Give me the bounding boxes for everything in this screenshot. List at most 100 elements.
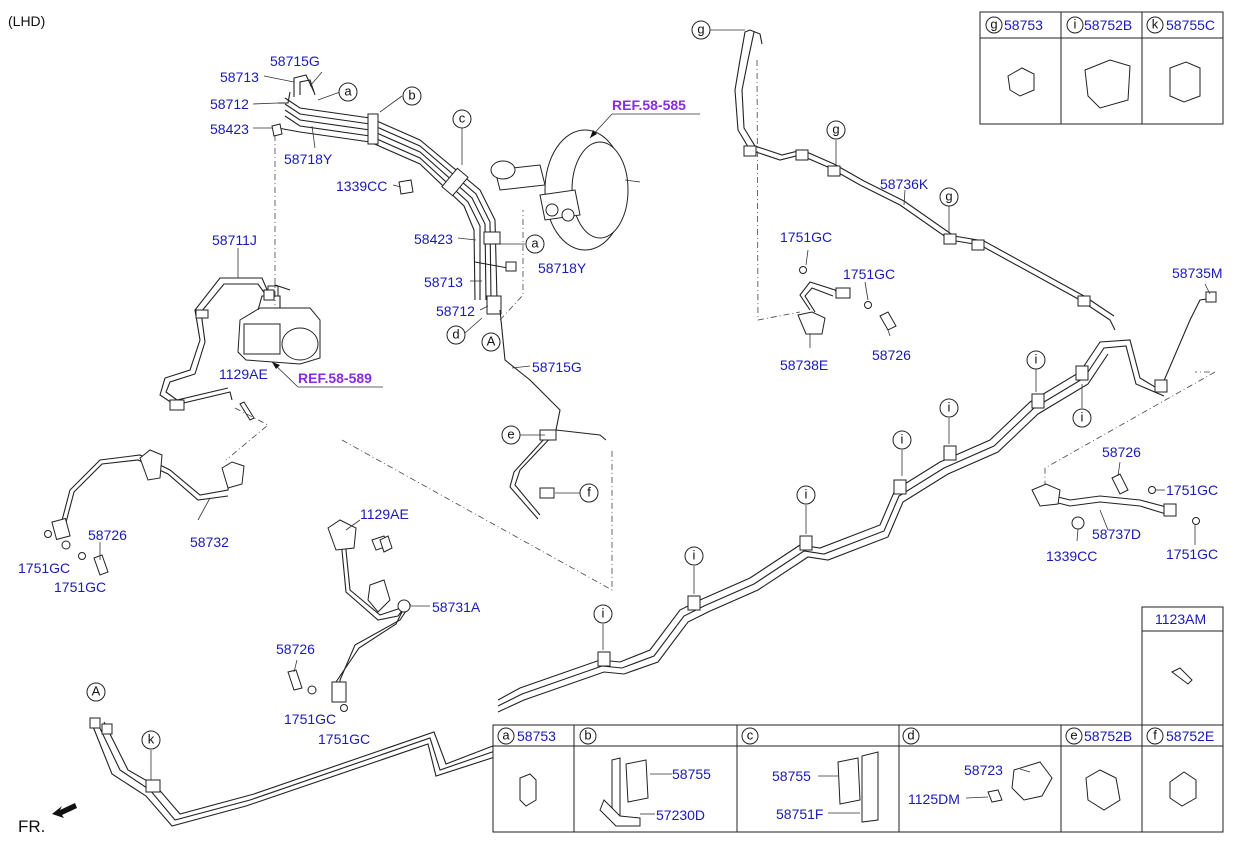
callout-i-6: i [684, 546, 704, 566]
pipe-fitting [505, 261, 517, 272]
label-1339CC-top: 1339CC [336, 178, 387, 194]
label-1751GC-rc2: 1751GC [843, 266, 895, 282]
bottom-table-cell-b: b [579, 727, 597, 745]
c-58751F-label: 58751F [776, 806, 823, 822]
label-58726-rc: 58726 [872, 347, 911, 363]
top-table-part-g: 58753 [1004, 17, 1043, 33]
svg-text:g: g [990, 17, 997, 32]
bracket-58751F-icon [861, 751, 879, 823]
bottom-table-cell-e: e 58752B [1065, 727, 1132, 745]
clip-58752B-icon [1084, 59, 1131, 109]
svg-text:i: i [602, 606, 605, 621]
label-58718Y-mid: 58718Y [538, 260, 587, 276]
callout-i-1: i [1026, 350, 1046, 370]
label-58737D: 58737D [1092, 526, 1141, 542]
label-58731A: 58731A [432, 599, 481, 615]
svg-text:A: A [487, 334, 496, 349]
bottom-table-part-e: 58752B [1084, 728, 1132, 744]
label-1751GC-left1: 1751GC [18, 560, 70, 576]
top-table-cell-i: i 58752B [1066, 16, 1132, 34]
label-58713-top: 58713 [220, 69, 259, 85]
label-58713-mid: 58713 [424, 274, 463, 290]
svg-text:g: g [945, 189, 952, 204]
label-58423-mid: 58423 [414, 231, 453, 247]
bottom-table-cell-d: d [902, 727, 920, 745]
bottom-table-part-f: 58752E [1166, 728, 1214, 744]
callout-i-2: i [1072, 408, 1092, 428]
callout-a-top: a [338, 82, 358, 102]
callout-A-mid: A [481, 332, 501, 352]
bolt-box-part: 1123AM [1155, 611, 1206, 627]
label-1751GC-rc1: 1751GC [780, 229, 832, 245]
front-direction-label: FR. [18, 817, 45, 836]
ref-hecu-label[interactable]: REF.58-589 [298, 370, 372, 386]
svg-text:i: i [901, 432, 904, 447]
bolt-1125DM-icon [987, 789, 1003, 803]
front-pipe-bundle [277, 74, 607, 520]
bolt-box-1123AM: 1123AM [1141, 606, 1224, 735]
top-table-cell-k: k 58755C [1146, 16, 1215, 34]
callout-f: f [579, 483, 599, 503]
b-58755-label: 58755 [672, 766, 711, 782]
parts-table-top: g 58753 i 58752B k 58755C [979, 11, 1224, 125]
svg-text:e: e [507, 427, 514, 442]
label-1751GC-rr2: 1751GC [1166, 546, 1218, 562]
callout-g-3: g [939, 187, 959, 207]
callout-e: e [501, 425, 521, 445]
clip-58755C-icon [1169, 61, 1201, 103]
callout-i-4: i [892, 430, 912, 450]
clip-58755-c-icon [837, 757, 861, 805]
sensor-58723-icon [1011, 761, 1053, 801]
bracket-57230D-icon [599, 799, 641, 827]
pipe-clip-f [539, 487, 555, 499]
label-58735M: 58735M [1172, 265, 1223, 281]
label-58715G-top: 58715G [270, 53, 320, 69]
label-58726-mid: 58726 [276, 641, 315, 657]
svg-text:e: e [1070, 728, 1077, 743]
svg-text:c: c [459, 111, 466, 126]
top-table-part-i: 58752B [1084, 17, 1132, 33]
callout-i-3: i [939, 398, 959, 418]
svg-text:b: b [584, 728, 591, 743]
svg-text:i: i [1081, 410, 1084, 425]
svg-text:i: i [805, 487, 808, 502]
callout-i-5: i [796, 485, 816, 505]
svg-text:c: c [747, 728, 754, 743]
svg-text:d: d [452, 327, 459, 342]
label-58736K: 58736K [880, 176, 929, 192]
bundle-clip [367, 113, 379, 145]
svg-text:k: k [1152, 17, 1159, 32]
b-57230D-label: 57230D [656, 807, 705, 823]
callout-c-top: c [452, 109, 472, 129]
svg-text:a: a [502, 728, 510, 743]
bottom-table-cell-c: c [741, 727, 759, 745]
clip-58753-bottom-icon [519, 773, 537, 807]
bolt-icon [1171, 667, 1193, 685]
rear-pipe-bundle [497, 291, 1217, 713]
callout-b-top: b [402, 86, 422, 106]
svg-text:i: i [693, 548, 696, 563]
junction-block [486, 295, 502, 315]
bottom-table-cell-f: f 58752E [1146, 727, 1214, 745]
svg-text:a: a [344, 84, 352, 99]
callout-g-top: g [691, 20, 711, 40]
clip-58753-icon [1007, 67, 1035, 97]
front-arrow-icon [52, 803, 77, 818]
ref-booster-label[interactable]: REF.58-585 [612, 97, 686, 113]
top-table-part-k: 58755C [1166, 17, 1215, 33]
c-58755-label: 58755 [772, 768, 811, 784]
label-58726-rr: 58726 [1102, 444, 1141, 460]
clip-58755-b-icon [625, 759, 649, 803]
top-table-cell-g: g 58753 [985, 16, 1043, 34]
label-58738E: 58738E [780, 357, 828, 373]
svg-text:i: i [948, 400, 951, 415]
label-58712-mid: 58712 [436, 303, 475, 319]
label-1751GC-rr1: 1751GC [1166, 482, 1218, 498]
bundle-clip [441, 167, 469, 197]
svg-text:A: A [92, 684, 101, 699]
svg-text:b: b [408, 88, 415, 103]
label-1339CC-rr: 1339CC [1046, 548, 1097, 564]
label-58726-left: 58726 [88, 527, 127, 543]
parts-table-bottom: a 58753 b c d e 58752B f 58752E 58755 57… [492, 724, 1224, 833]
